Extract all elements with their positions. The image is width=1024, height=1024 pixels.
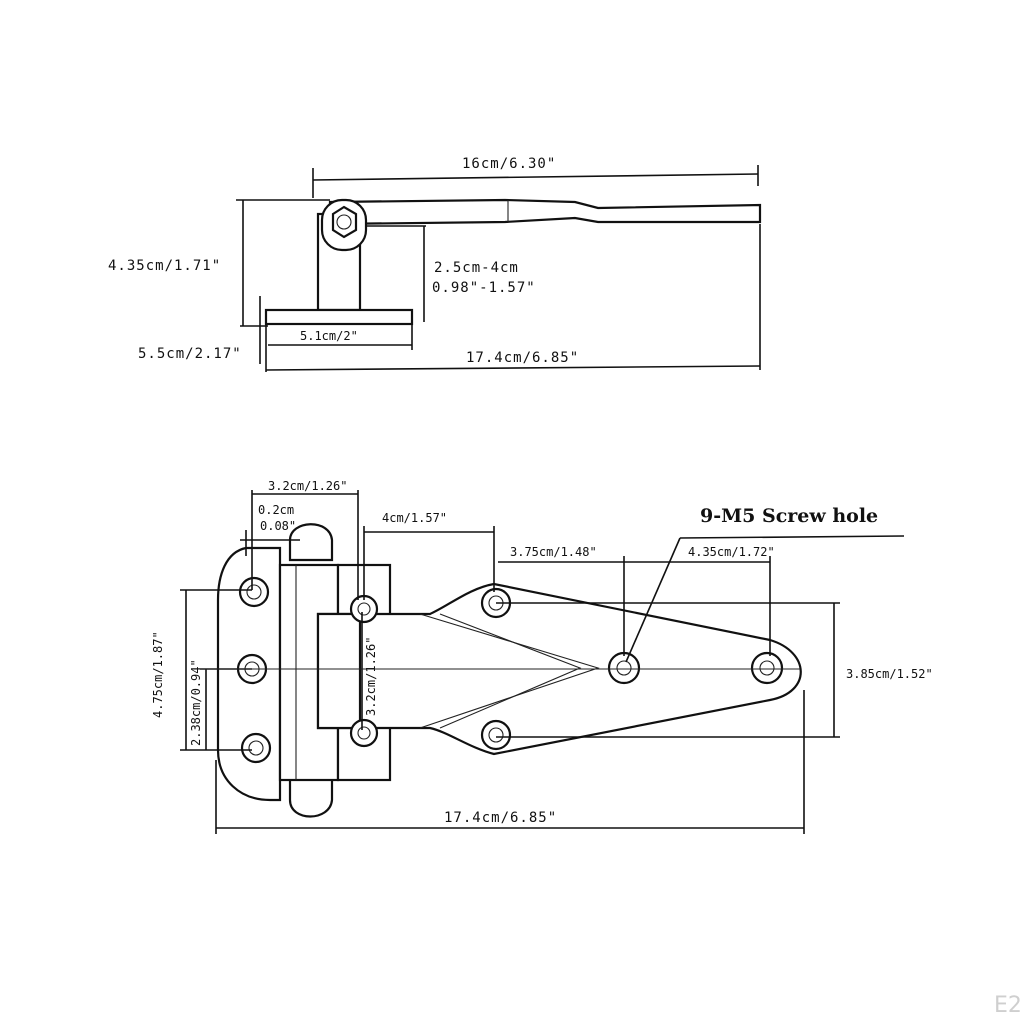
- dim-base-plate-gap: 5.5cm/2.17": [138, 346, 242, 362]
- dim-strap-height: 3.2cm/1.26": [364, 637, 378, 716]
- screw-hole-callout: 9-M5 Screw hole: [700, 505, 878, 527]
- callout-leader: [679, 535, 905, 539]
- screw-hole-bore: [616, 660, 632, 676]
- dim-mount-width: 3.2cm/1.26": [268, 479, 347, 493]
- screw-hole: [480, 719, 512, 751]
- watermark: E2: [994, 993, 1022, 1018]
- dim-outer-height: 4.75cm/1.87": [151, 631, 165, 718]
- screw-hole-bore: [357, 602, 371, 616]
- screw-hole-bore: [246, 584, 262, 600]
- dim-base-plate-width: 5.1cm/2": [300, 329, 358, 343]
- dim-base-length: 17.4cm/6.85": [466, 350, 579, 366]
- dim-half-height: 2.38cm/0.94": [189, 659, 203, 746]
- screw-hole: [607, 651, 641, 685]
- screw-hole-bore: [488, 727, 504, 743]
- dim-line: [265, 365, 761, 371]
- strap-plate: [316, 612, 362, 730]
- screw-hole-bore: [357, 726, 371, 740]
- strap-v-rib-outer: [419, 613, 600, 729]
- side-nut: [331, 205, 358, 239]
- dim-total-height: 4.35cm/1.71": [108, 258, 221, 274]
- dim-adjust-range-cm: 2.5cm-4cm: [434, 260, 519, 276]
- dim-arm-height: 3.85cm/1.52": [846, 667, 933, 681]
- screw-hole: [240, 732, 272, 764]
- dim-adjust-range-in: 0.98"-1.57": [432, 280, 536, 296]
- dim-hole-spacing-2: 4.35cm/1.72": [688, 545, 775, 559]
- dim-overall-length-top: 17.4cm/6.85": [444, 810, 557, 826]
- dim-line: [312, 173, 759, 181]
- knuckle-cap-bottom: [288, 776, 334, 818]
- screw-hole: [238, 576, 270, 608]
- side-view: 16cm/6.30" 4.35cm/1.71" 2.5cm-4cm 0.98"-…: [108, 156, 762, 372]
- knuckle-cap-top: [288, 523, 334, 562]
- dim-overall-length: 16cm/6.30": [462, 156, 556, 172]
- screw-hole-bore: [759, 660, 775, 676]
- dim-offset-cm: 0.2cm: [258, 503, 294, 517]
- side-base-plate: [264, 308, 414, 326]
- dim-hole-spacing-1: 3.75cm/1.48": [510, 545, 597, 559]
- screw-hole: [750, 651, 784, 685]
- screw-hole: [349, 718, 379, 748]
- side-arm: [328, 198, 762, 226]
- strap-v-rib-inner: [439, 613, 582, 729]
- dim-offset-in: 0.08": [260, 519, 296, 533]
- dim-knuckle-to-hole: 4cm/1.57": [382, 511, 447, 525]
- top-view: 3.2cm/1.26" 0.2cm 0.08" 4cm/1.57" 9-M5 S…: [151, 479, 933, 834]
- screw-hole-bore: [248, 740, 264, 756]
- callout-leader: [625, 537, 681, 663]
- side-nut-bore: [336, 214, 352, 230]
